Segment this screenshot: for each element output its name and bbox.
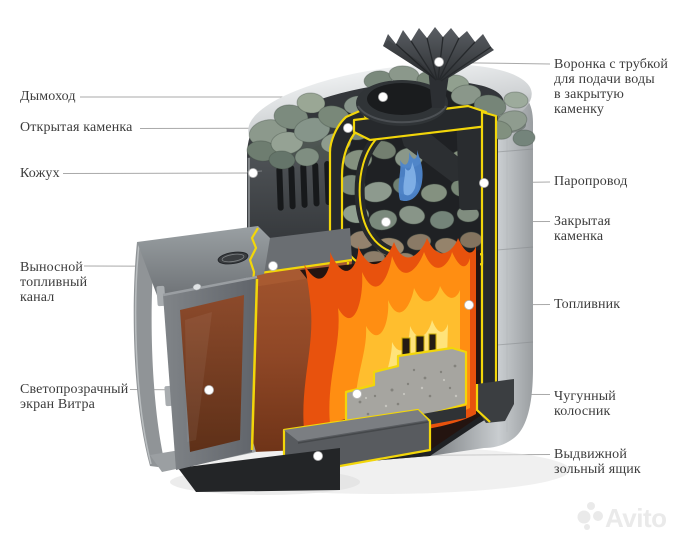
- door-glass: [180, 295, 244, 452]
- label-cast-grate: Чугунный колосник: [554, 389, 616, 419]
- steam-pipe-assembly: [354, 122, 486, 257]
- callout-dot-fuel-channel: [268, 261, 278, 271]
- avito-logo-icon: [577, 502, 603, 530]
- callout-dot-casing: [248, 168, 258, 178]
- callout-dots: [204, 57, 489, 461]
- chimney-opening: [356, 80, 448, 126]
- label-closed-heater: Закрытая каменка: [554, 214, 611, 244]
- label-water-funnel: Воронка с трубкой для подачи воды в закр…: [554, 57, 669, 117]
- callout-dot-open-heater: [343, 123, 353, 133]
- water-funnel-part: [383, 27, 494, 108]
- callout-dot-steam-pipe: [479, 178, 489, 188]
- callout-dot-water-funnel: [434, 57, 444, 67]
- under-door-plinth: [178, 448, 340, 492]
- leader-line-casing: [62, 172, 254, 174]
- callout-dot-firebox: [464, 300, 474, 310]
- label-open-heater: Открытая каменка: [20, 120, 133, 135]
- label-glass-screen: Светопрозрачный экран Витра: [20, 382, 129, 412]
- label-fuel-channel: Выносной топливный канал: [20, 260, 88, 305]
- stove-door: [156, 275, 259, 470]
- avito-watermark: Avito: [577, 502, 667, 533]
- brand-badge: [217, 251, 249, 265]
- label-casing: Кожух: [20, 166, 60, 181]
- label-chimney: Дымоход: [20, 89, 76, 104]
- vent-slots-icon: [276, 161, 332, 211]
- callout-dot-glass-screen: [204, 385, 214, 395]
- callout-dot-closed-heater: [381, 217, 391, 227]
- door-hinge-icon: [156, 285, 166, 307]
- label-steam-pipe: Паропровод: [554, 174, 628, 189]
- door-screw-icon: [192, 283, 202, 291]
- callout-dot-ash-box: [313, 451, 323, 461]
- watermark-text: Avito: [605, 503, 667, 533]
- callout-dot-chimney: [378, 92, 388, 102]
- stove-foot: [475, 379, 514, 423]
- label-ash-box: Выдвижной зольный ящик: [554, 447, 641, 477]
- callout-dot-cast-grate: [352, 389, 362, 399]
- label-firebox: Топливник: [554, 297, 621, 312]
